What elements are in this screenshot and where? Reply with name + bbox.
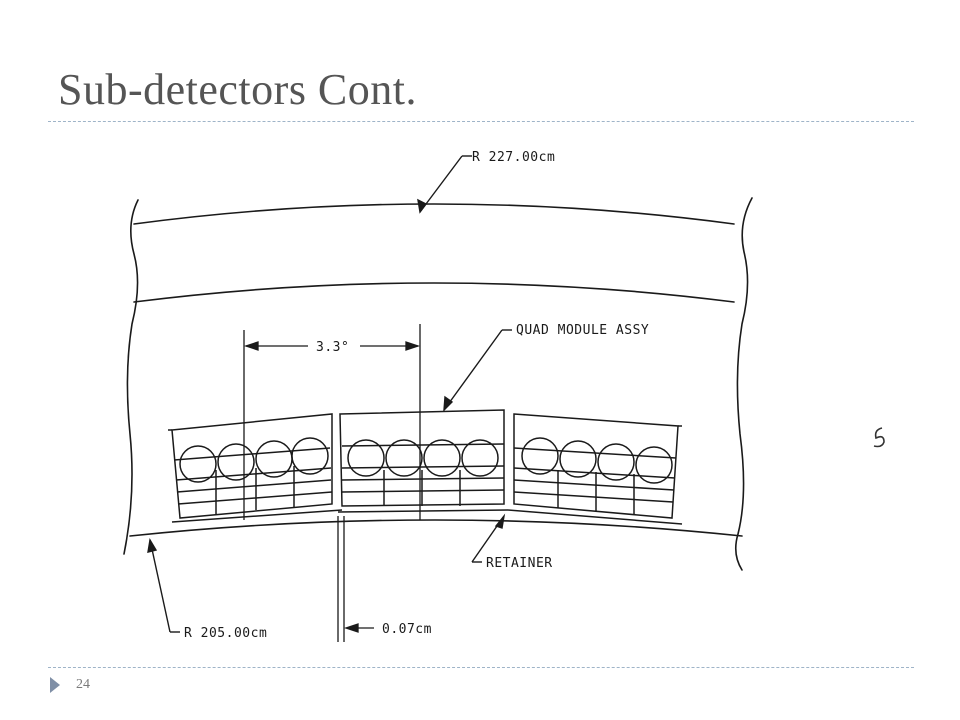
outer-radius-leader bbox=[419, 155, 463, 213]
inner-radius-leader bbox=[149, 539, 171, 633]
footer-divider bbox=[48, 667, 914, 668]
module-center bbox=[337, 409, 509, 513]
title-divider bbox=[48, 121, 914, 122]
outer-arc-inner bbox=[133, 282, 735, 303]
drawing-svg: R 227.00cm 3.3° QUAD MODULE ASSY bbox=[123, 150, 753, 642]
outer-radius-arrow bbox=[417, 198, 428, 214]
footer-triangle-icon bbox=[50, 677, 60, 693]
gap-label: 0.07cm bbox=[382, 622, 432, 637]
quad-module-label: QUAD MODULE ASSY bbox=[516, 323, 649, 338]
inner-radius-label: R 205.00cm bbox=[184, 626, 267, 641]
retainer-label: RETAINER bbox=[486, 556, 553, 571]
quad-module-leader bbox=[443, 329, 503, 411]
page-number: 24 bbox=[76, 677, 90, 692]
outer-arc-top bbox=[133, 203, 735, 225]
module-right bbox=[507, 413, 683, 525]
outer-radius-label: R 227.00cm bbox=[472, 150, 555, 165]
break-line-right bbox=[734, 197, 753, 571]
module-left bbox=[168, 413, 343, 523]
clipped-text-fragment bbox=[872, 424, 886, 450]
break-line-left bbox=[123, 199, 139, 555]
inner-arc bbox=[129, 519, 743, 537]
slide-title: Sub-detectors Cont. bbox=[58, 65, 418, 114]
angle-label: 3.3° bbox=[316, 340, 349, 355]
technical-drawing: R 227.00cm 3.3° QUAD MODULE ASSY bbox=[112, 134, 756, 656]
